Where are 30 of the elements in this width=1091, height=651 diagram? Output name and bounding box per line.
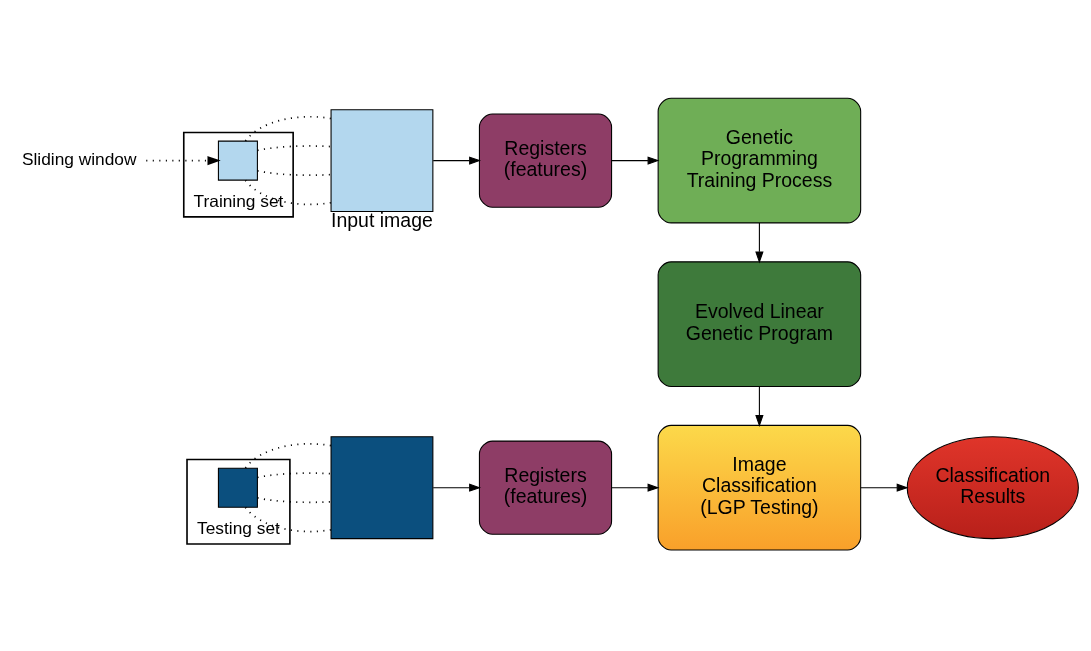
connector [244,179,332,206]
connector [244,506,332,533]
arrow [432,483,482,492]
node-text: Sliding window [21,148,137,169]
arrow [432,156,482,165]
node-box [330,109,434,213]
node-box: Registers (features) [478,113,613,208]
connector [256,170,332,177]
node-box: Registers (features) [478,440,613,535]
arrow [145,156,221,166]
cluster: Training set [182,131,294,218]
node-box [217,140,258,181]
connector [244,443,332,469]
node-box [330,436,434,540]
node-ellipse: Classification Results [906,436,1079,540]
node-box: Genetic Programming Training Process [657,97,862,224]
cluster: Testing set [186,458,291,545]
connector [256,145,332,152]
arrow [611,483,660,492]
arrow [860,483,909,492]
node-box: Image Classification (LGP Testing) [657,424,862,551]
node-box [217,467,258,508]
connector [244,115,332,142]
arrow [755,222,764,264]
connector [256,497,332,504]
node-box: Evolved Linear Genetic Program [657,261,862,387]
connector [256,472,332,479]
arrow [755,386,764,428]
node-label: Input image [331,209,433,232]
arrow [611,156,660,165]
